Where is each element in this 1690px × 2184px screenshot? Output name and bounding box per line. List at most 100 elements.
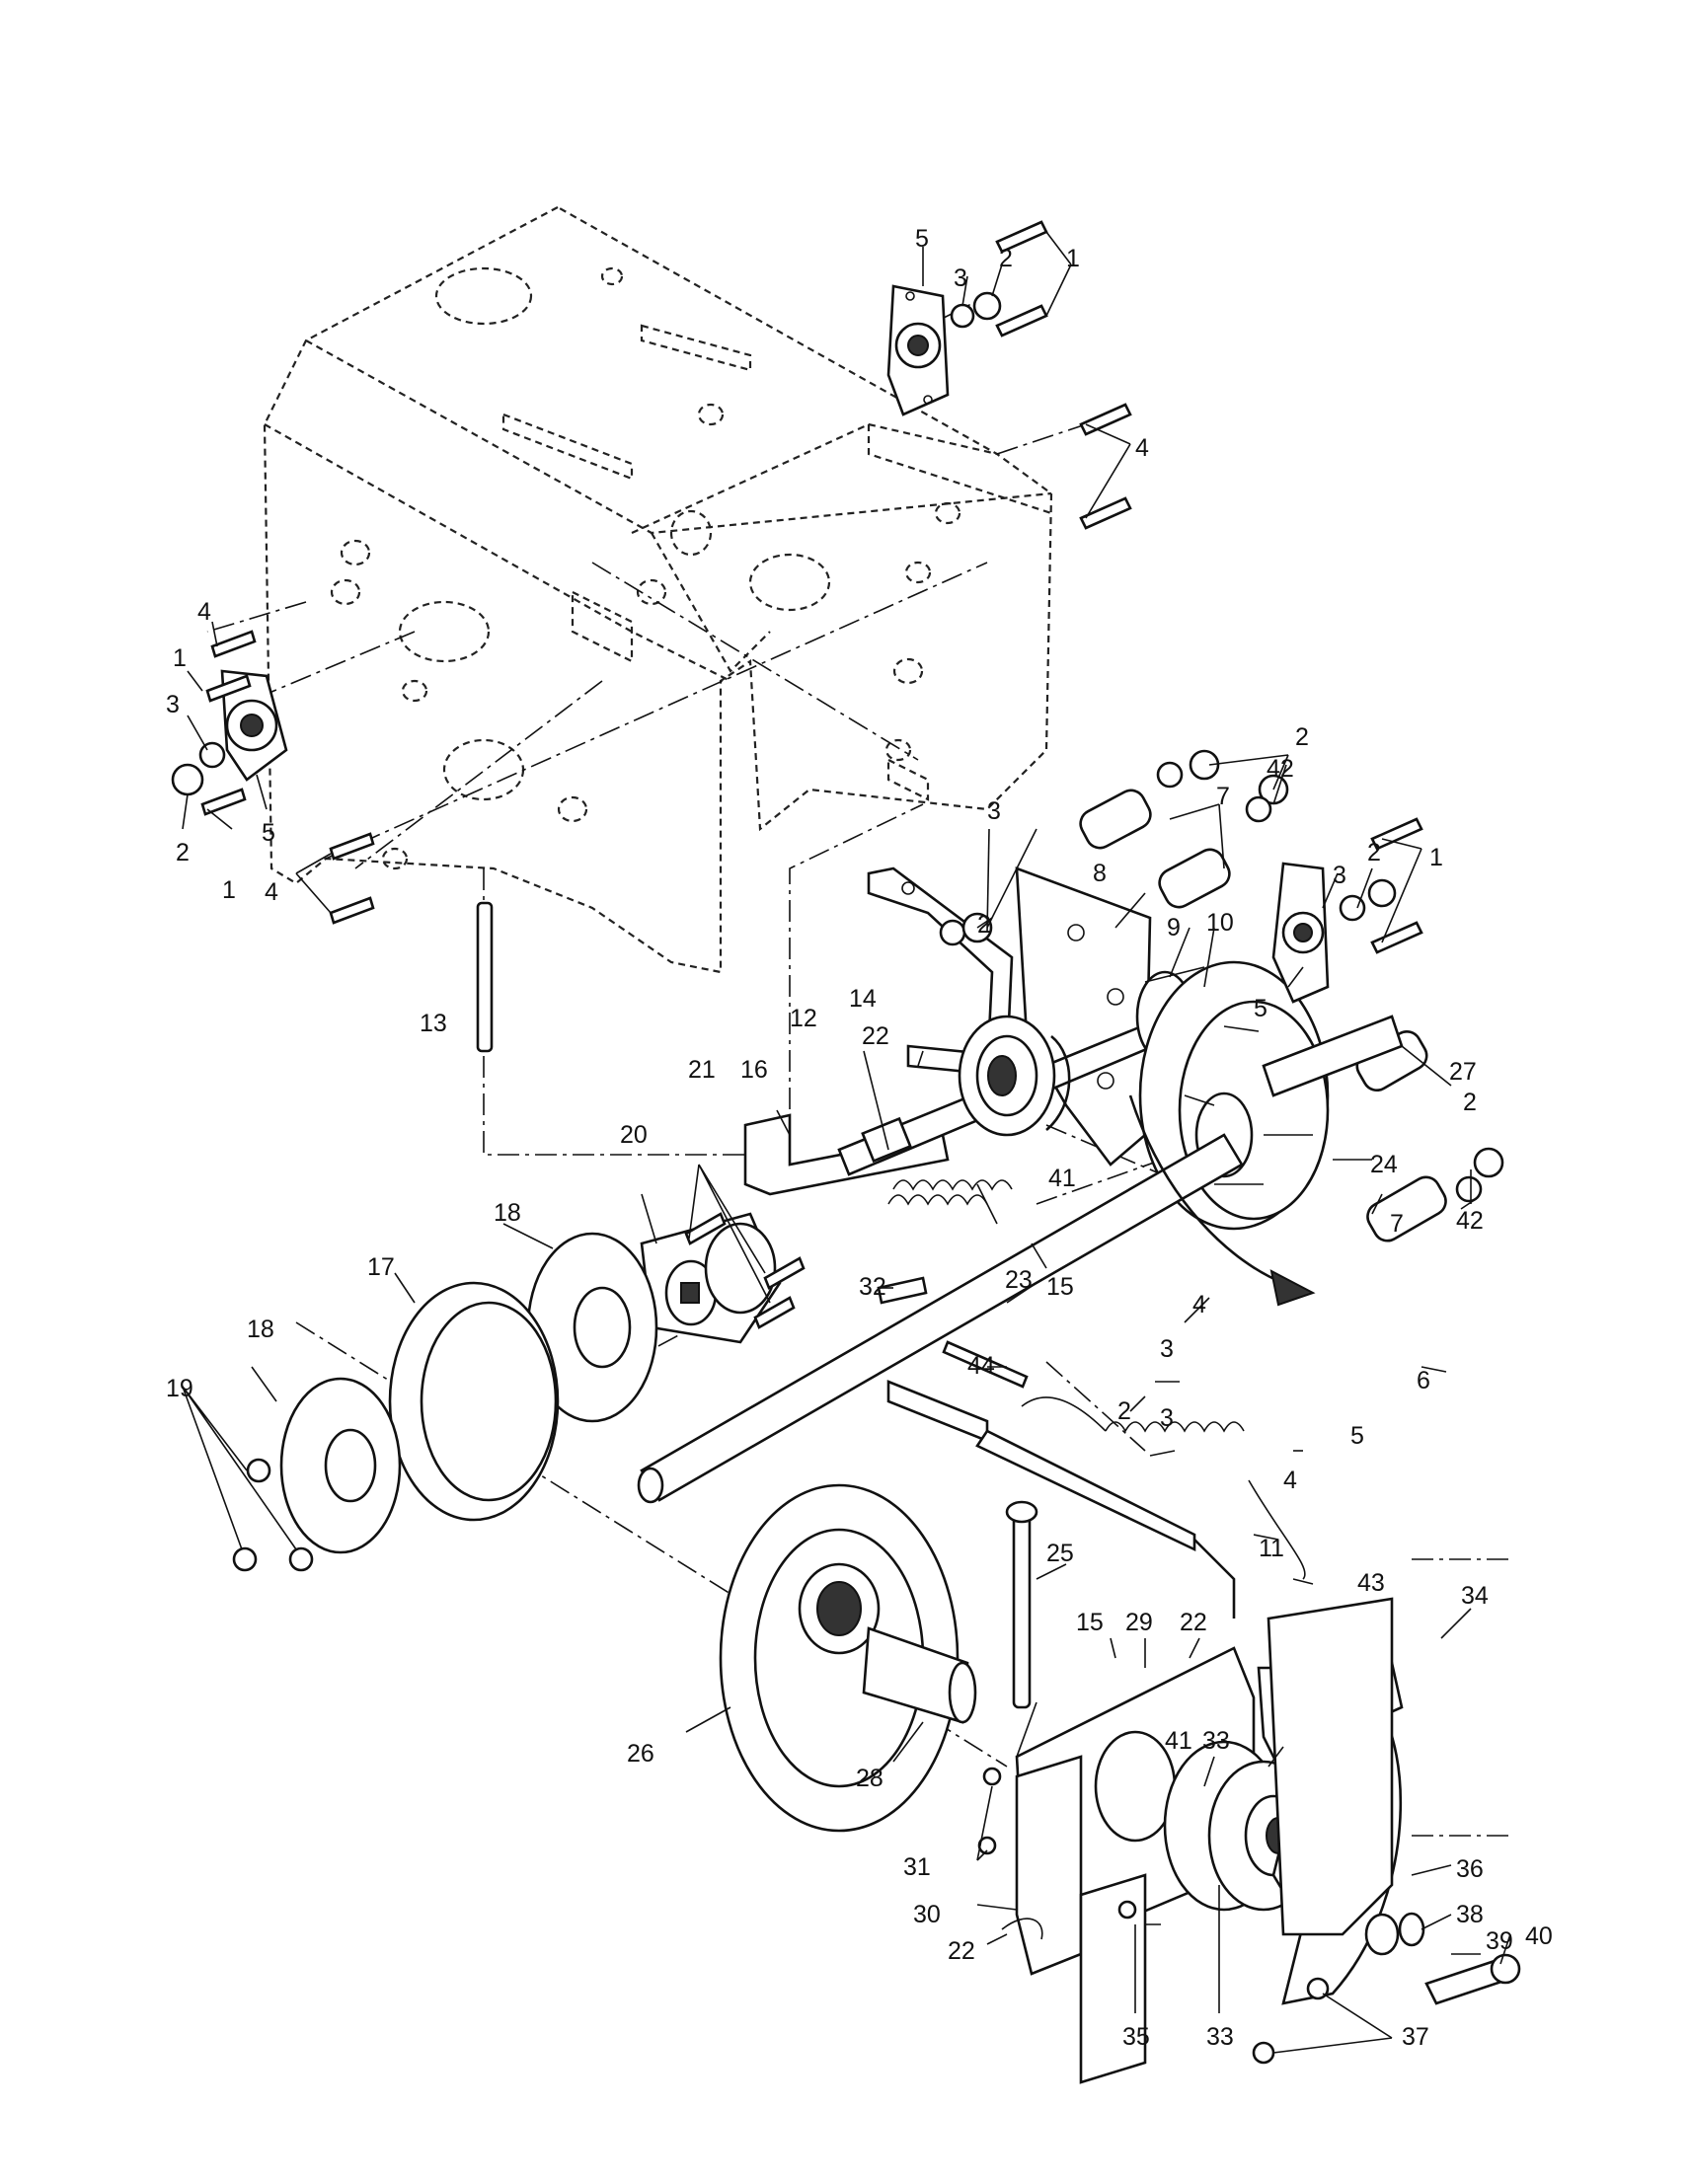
callout-label: 42 — [1267, 755, 1294, 783]
callout-label: 2 — [1463, 1089, 1477, 1116]
callout-label: 7 — [1216, 783, 1230, 810]
bearing-flange-right — [1271, 862, 1330, 1004]
callout-label: 5 — [262, 819, 275, 847]
fasteners-left — [171, 630, 375, 925]
callout-label: 18 — [494, 1199, 521, 1227]
callout-label: 16 — [740, 1056, 768, 1084]
callout-label: 5 — [1350, 1422, 1364, 1450]
nuts-lockwashers-right — [939, 749, 1504, 1203]
key-and-pin — [877, 1276, 1029, 1389]
callout-label: 12 — [790, 1005, 817, 1032]
spacers — [1079, 789, 1447, 1243]
callout-label: 3 — [987, 797, 1001, 825]
spring — [892, 1179, 1013, 1191]
callout-label: 10 — [1206, 909, 1234, 937]
callout-label: 19 — [166, 1375, 193, 1402]
callout-label: 3 — [1160, 1404, 1174, 1432]
callout-label: 2 — [999, 245, 1013, 272]
callout-label: 34 — [1461, 1582, 1489, 1610]
friction-wheel-disc — [719, 1483, 960, 1833]
callout-label: 44 — [967, 1352, 995, 1380]
callout-label: 7 — [1390, 1210, 1404, 1238]
callout-label: 17 — [367, 1253, 395, 1281]
bolts-right — [1370, 817, 1423, 954]
nut-washer-top — [950, 291, 1002, 329]
callout-label: 15 — [1046, 1273, 1074, 1301]
callout-label: 23 — [1005, 1266, 1033, 1294]
callout-label: 43 — [1357, 1569, 1385, 1597]
callout-label: 27 — [1449, 1058, 1477, 1086]
callout-label: 1 — [222, 876, 236, 904]
callout-label: 31 — [903, 1853, 931, 1881]
callout-label: 4 — [265, 878, 278, 906]
callout-label: 22 — [1180, 1609, 1207, 1636]
callout-label: 4 — [197, 598, 211, 626]
callout-label: 42 — [1456, 1207, 1484, 1235]
callout-label: 33 — [1202, 1727, 1230, 1755]
callout-label: 3 — [1160, 1335, 1174, 1363]
callout-label: 29 — [1125, 1609, 1153, 1636]
callout-label: 15 — [1076, 1609, 1104, 1636]
drive-plate-left — [279, 1377, 402, 1554]
pin-shaft — [476, 901, 494, 1053]
callout-label: 39 — [1486, 1927, 1513, 1955]
callout-label: 38 — [1456, 1901, 1484, 1928]
callout-label: 2 — [1367, 839, 1381, 866]
callout-label: 20 — [620, 1121, 648, 1149]
callout-label: 4 — [1135, 434, 1149, 462]
callout-label: 30 — [913, 1901, 941, 1928]
hub-assembly — [958, 1015, 1071, 1137]
leader-lines — [182, 231, 1511, 2054]
bearing-housing — [640, 1212, 782, 1344]
callout-label: 6 — [1417, 1367, 1430, 1394]
bolts-housing — [684, 1212, 806, 1329]
callout-label: 5 — [915, 225, 929, 253]
callout-label: 36 — [1456, 1855, 1484, 1883]
nuts-plate — [232, 1458, 314, 1572]
callout-label: 41 — [1048, 1165, 1076, 1192]
washers-bolt-lower — [1252, 1912, 1521, 2065]
callout-label: 3 — [1333, 862, 1346, 889]
callout-label: 35 — [1122, 2023, 1150, 2051]
hub-with-shaft — [798, 1562, 977, 1724]
callout-label: 32 — [859, 1273, 886, 1301]
spring-extension — [887, 1194, 988, 1206]
friction-ring — [388, 1281, 560, 1522]
callout-label: 13 — [420, 1010, 447, 1037]
direction-arrow — [1128, 1094, 1316, 1307]
callout-label: 21 — [688, 1056, 716, 1084]
callout-label: 33 — [1206, 2023, 1234, 2051]
callout-label: 40 — [1525, 1922, 1553, 1950]
callout-label: 24 — [1370, 1151, 1398, 1178]
callout-label: 4 — [1283, 1467, 1297, 1494]
auger-housing — [263, 205, 1053, 974]
callout-label: 22 — [948, 1937, 975, 1965]
callout-label: 2 — [977, 911, 991, 939]
pin-vertical — [1005, 1500, 1038, 1709]
callout-label: 1 — [1066, 245, 1080, 272]
callout-label: 41 — [1165, 1727, 1192, 1755]
callout-labels: 1 2 3 5 4 4 1 3 2 1 5 4 13 2 42 7 3 2 8 … — [166, 225, 1553, 2051]
callout-label: 9 — [1167, 914, 1181, 941]
axle-shaft — [637, 1133, 1244, 1504]
callout-label: 3 — [954, 264, 967, 292]
callout-label: 26 — [627, 1740, 654, 1768]
callout-label: 8 — [1093, 860, 1107, 887]
callout-label: 2 — [176, 839, 190, 866]
callout-label: 14 — [849, 985, 877, 1013]
fasteners-lower — [977, 1767, 1137, 1940]
callout-label: 2 — [1117, 1397, 1131, 1425]
callout-label: 5 — [1254, 995, 1268, 1022]
callout-label: 3 — [166, 691, 180, 718]
bearing-flange-top — [886, 284, 950, 416]
shaft-rod — [886, 1380, 1236, 1619]
callout-label: 37 — [1402, 2023, 1429, 2051]
callout-label: 22 — [862, 1022, 889, 1050]
callout-label: 1 — [173, 644, 187, 672]
callout-label: 2 — [1295, 723, 1309, 751]
right-plate — [1267, 1597, 1394, 1936]
bolt-top — [995, 220, 1132, 530]
bearing-flange-left — [220, 669, 288, 782]
callout-label: 18 — [247, 1316, 274, 1343]
